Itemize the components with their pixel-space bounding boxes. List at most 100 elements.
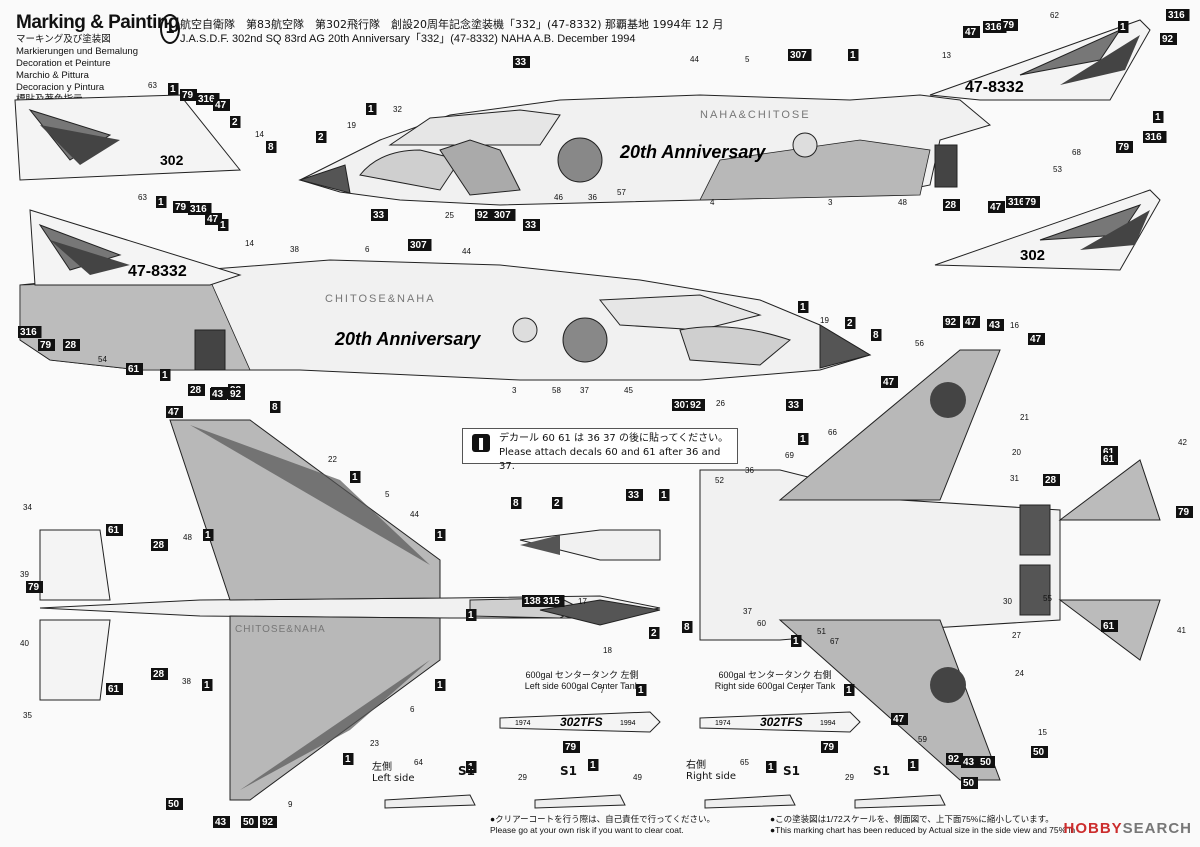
callout-number: 1: [661, 490, 667, 501]
callout-box: [38, 339, 55, 351]
callout-box: [435, 679, 446, 691]
callout-box: [188, 384, 205, 396]
callout-number: 33: [628, 490, 640, 501]
callout-number: 28: [153, 540, 165, 551]
callout-box: [475, 209, 492, 221]
callout-number: 79: [28, 582, 40, 593]
callout-number: 1: [590, 760, 596, 771]
callout-number: 28: [945, 200, 957, 211]
callout-number: 35: [23, 711, 32, 720]
callout-box: [1001, 19, 1018, 31]
callout-number: 3: [828, 198, 833, 207]
callout-number: 3: [512, 386, 517, 395]
callout-number: 28: [153, 669, 165, 680]
callout-box: [173, 201, 190, 213]
callout-box: [466, 761, 477, 773]
subtitle-es: Decoracion y Pintura: [16, 82, 105, 93]
callout-number: 92: [1162, 34, 1174, 45]
callout-box: [1153, 111, 1164, 123]
callout-number: 69: [785, 451, 794, 460]
callout-box: [466, 609, 477, 621]
callout-number: 316: [1168, 10, 1185, 21]
callout-number: 52: [715, 476, 724, 485]
callout-box: [126, 363, 143, 375]
callout-box: [350, 471, 361, 483]
callout-number: 79: [175, 202, 187, 213]
callout-number: 1: [352, 472, 358, 483]
callout-box: [563, 741, 580, 753]
center-tank-right: 302TFS 1974 1994: [699, 711, 861, 733]
callout-number: 41: [1177, 626, 1186, 635]
callout-number: 79: [40, 340, 52, 351]
callout-number: 1: [800, 434, 806, 445]
callout-box: [63, 339, 80, 351]
stencil-pylons: [384, 794, 946, 809]
callout-box: [541, 595, 565, 607]
callout-number: 50: [168, 799, 180, 810]
callout-number: 61: [1103, 447, 1115, 458]
callout-box: [270, 401, 281, 413]
callout-box: [798, 433, 809, 445]
callout-number: 47: [207, 214, 219, 225]
callout-number: 39: [20, 570, 29, 579]
callout-number: 47: [883, 377, 895, 388]
callout-number: 43: [989, 320, 1001, 331]
callout-box: [213, 816, 230, 828]
scale-note-en: ●This marking chart has been reduced by …: [770, 825, 1076, 835]
fuselage-text-left: CHITOSE&NAHA: [325, 293, 436, 305]
callout-number: 61: [128, 364, 140, 375]
callout-box: [316, 131, 327, 143]
callout-number: 4: [710, 198, 715, 207]
callout-box: [218, 219, 229, 231]
callout-box: [371, 209, 388, 221]
callout-number: 36: [745, 466, 754, 475]
decal-order-notice: デカール 60 61 は 36 37 の後に貼ってください。 Please at…: [462, 428, 738, 472]
stencil-label-4: S1: [873, 764, 890, 778]
callout-number: 92: [948, 754, 960, 765]
fuselage-text-right: NAHA&CHITOSE: [700, 109, 811, 121]
callout-number: 1: [205, 530, 211, 541]
callout-box: [1118, 21, 1129, 33]
callout-number: 1: [204, 680, 210, 691]
callout-box: [266, 141, 277, 153]
callout-number: 47: [215, 100, 227, 111]
page-title: Marking & Painting: [16, 12, 180, 33]
callout-number: 8: [873, 330, 879, 341]
callout-number: 13: [942, 51, 951, 60]
callout-number: 62: [1050, 11, 1059, 20]
hobbysearch-logo: HOBBYSEARCH: [1063, 820, 1192, 837]
callout-number: 29: [845, 773, 854, 782]
callout-number: 79: [1178, 507, 1190, 518]
callout-number: 29: [518, 773, 527, 782]
callout-number: 43: [963, 757, 975, 768]
callout-number: 43: [215, 817, 227, 828]
callout-number: 316: [20, 327, 37, 338]
callout-number: 28: [190, 385, 202, 396]
tank-text-right: 302TFS: [760, 715, 803, 729]
callout-number: 1: [910, 760, 916, 771]
callout-number: 7: [600, 686, 605, 695]
callout-box: [891, 713, 908, 725]
subtitle-it: Marchio & Pittura: [16, 70, 89, 81]
tank-right-caption-jp: 600gal センタータンク 右側: [718, 670, 832, 680]
logo-part-b: SEARCH: [1122, 820, 1192, 837]
clear-coat-jp: ●クリアーコートを行う際は、自己責任で行ってください。: [490, 814, 715, 824]
callout-number: 24: [1015, 669, 1024, 678]
callout-box: [435, 529, 446, 541]
callout-number: 19: [347, 121, 356, 130]
callout-box: [798, 301, 809, 313]
callout-box: [202, 679, 213, 691]
callout-box: [408, 239, 432, 251]
callout-number: 36: [588, 193, 597, 202]
subtitle-jp: マーキング及び塗装図: [16, 34, 111, 45]
callout-box: [213, 99, 230, 111]
callout-number: 55: [1043, 594, 1052, 603]
callout-box: [1143, 131, 1167, 143]
callout-number: 1: [220, 220, 226, 231]
callout-number: 2: [847, 318, 853, 329]
callout-number: 37: [580, 386, 589, 395]
callout-box: [848, 49, 859, 61]
center-tank-left: 302TFS 1974 1994: [499, 711, 661, 733]
